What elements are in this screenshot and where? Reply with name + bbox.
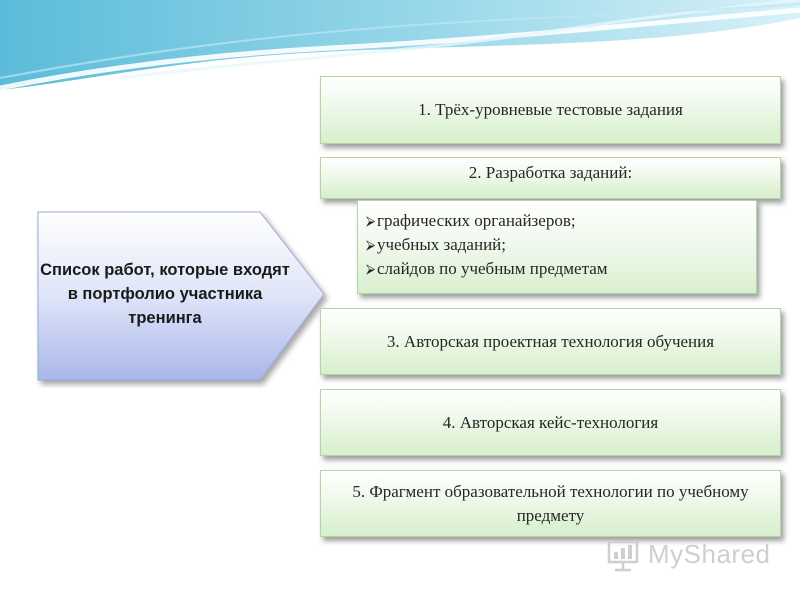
item-box-2: 2. Разработка заданий: — [320, 157, 781, 199]
item-text-1: 1. Трёх-уровневые тестовые задания — [418, 100, 683, 119]
item-box-4: 4. Авторская кейс-технология — [320, 389, 781, 456]
arrow-bullet-icon: ⮚ — [366, 237, 376, 252]
watermark-text: MyShared — [648, 539, 771, 569]
header-wave-decoration — [0, 0, 800, 91]
item-text-2: 2. Разработка заданий: — [468, 163, 633, 182]
item-box-5: 5. Фрагмент образовательной технологии п… — [320, 470, 781, 537]
sublist-item-tasks: ⮚учебных заданий; — [366, 233, 750, 257]
task-development-sublist: ⮚графических органайзеров; ⮚учебных зада… — [357, 200, 757, 294]
item-text-3: 3. Авторская проектная технология обучен… — [386, 331, 715, 351]
arrow-bullet-icon: ⮚ — [366, 213, 376, 228]
sublist-item-organizers: ⮚графических органайзеров; — [366, 209, 750, 233]
sublist-item-slides: ⮚слайдов по учебным предметам — [366, 257, 750, 281]
item-text-5: 5. Фрагмент образовательной технологии п… — [352, 481, 749, 525]
arrow-bullet-icon: ⮚ — [366, 261, 376, 276]
item-box-1: 1. Трёх-уровневые тестовые задания — [320, 76, 781, 144]
item-box-3: 3. Авторская проектная технология обучен… — [320, 308, 781, 375]
bar-chart-presentation-icon — [607, 540, 639, 572]
item-text-4: 4. Авторская кейс-технология — [442, 412, 659, 432]
portfolio-arrow-shape — [37, 211, 325, 381]
portfolio-list-title: Список работ, которые входят в портфолио… — [40, 261, 290, 327]
